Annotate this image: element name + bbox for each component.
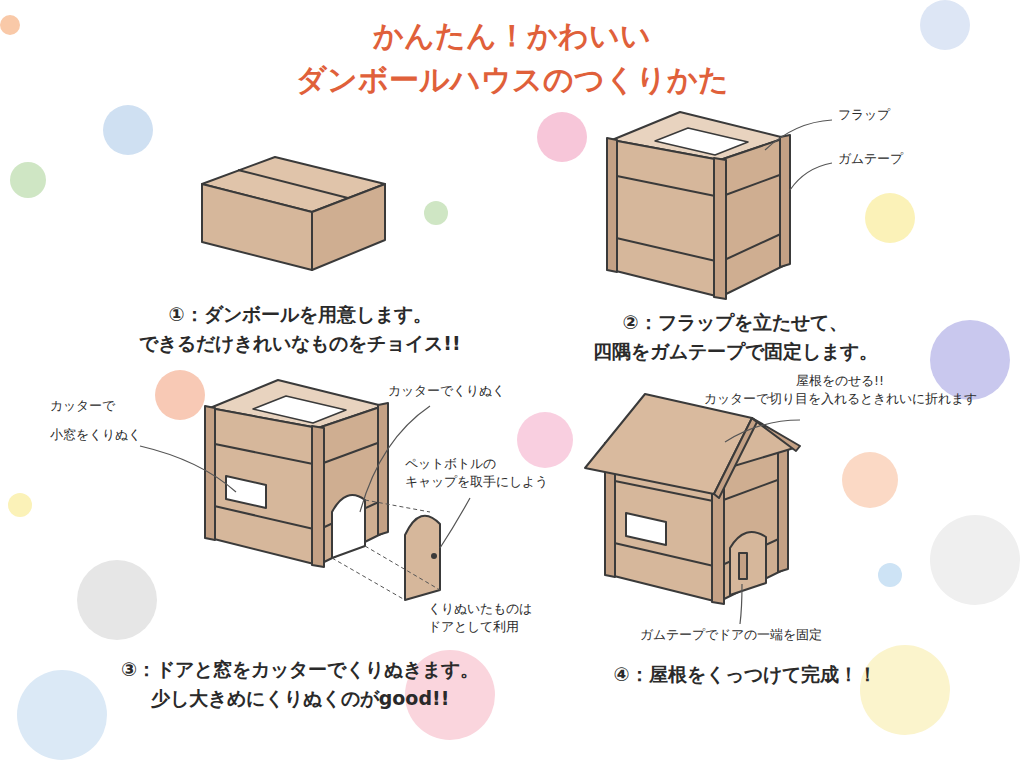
step-caption: ③：ドアと窓をカッターでくりぬきます。 少し大きめにくりぬくのがgood!! (70, 655, 530, 714)
open-box (205, 380, 388, 567)
callout-label: 屋根をのせる!! カッターで切り目を入れるときれいに折れます (690, 372, 990, 408)
page-title: かんたん！かわいい ダンボールハウスのつくりかた (232, 14, 792, 101)
cutouts (226, 476, 440, 600)
callout-label: くりぬいたものは ドアとして利用 (428, 600, 568, 636)
step-caption: ①：ダンボールを用意します。 できるだけきれいなものをチョイス!! (80, 300, 520, 359)
callout-label: カッターで 小窓をくりぬく (50, 392, 170, 449)
open-box (607, 112, 790, 299)
callout-label: フラップ (838, 106, 948, 124)
house-details (585, 394, 800, 595)
leader-lines (140, 120, 832, 624)
step-caption: ④：屋根をくっつけて完成！！ (565, 660, 925, 689)
closed-box (202, 157, 385, 270)
callout-label: ペットボトルの キャップを取手にしよう (405, 455, 580, 491)
callout-label: ガムテープでドアの一端を固定 (640, 626, 880, 644)
callout-label: ガムテープ (838, 150, 948, 168)
dashed-guides (332, 500, 440, 600)
callout-label: カッターでくりぬく (388, 382, 538, 400)
step-caption: ②：フラップを立たせて、 四隅をガムテープで固定します。 (545, 308, 925, 367)
